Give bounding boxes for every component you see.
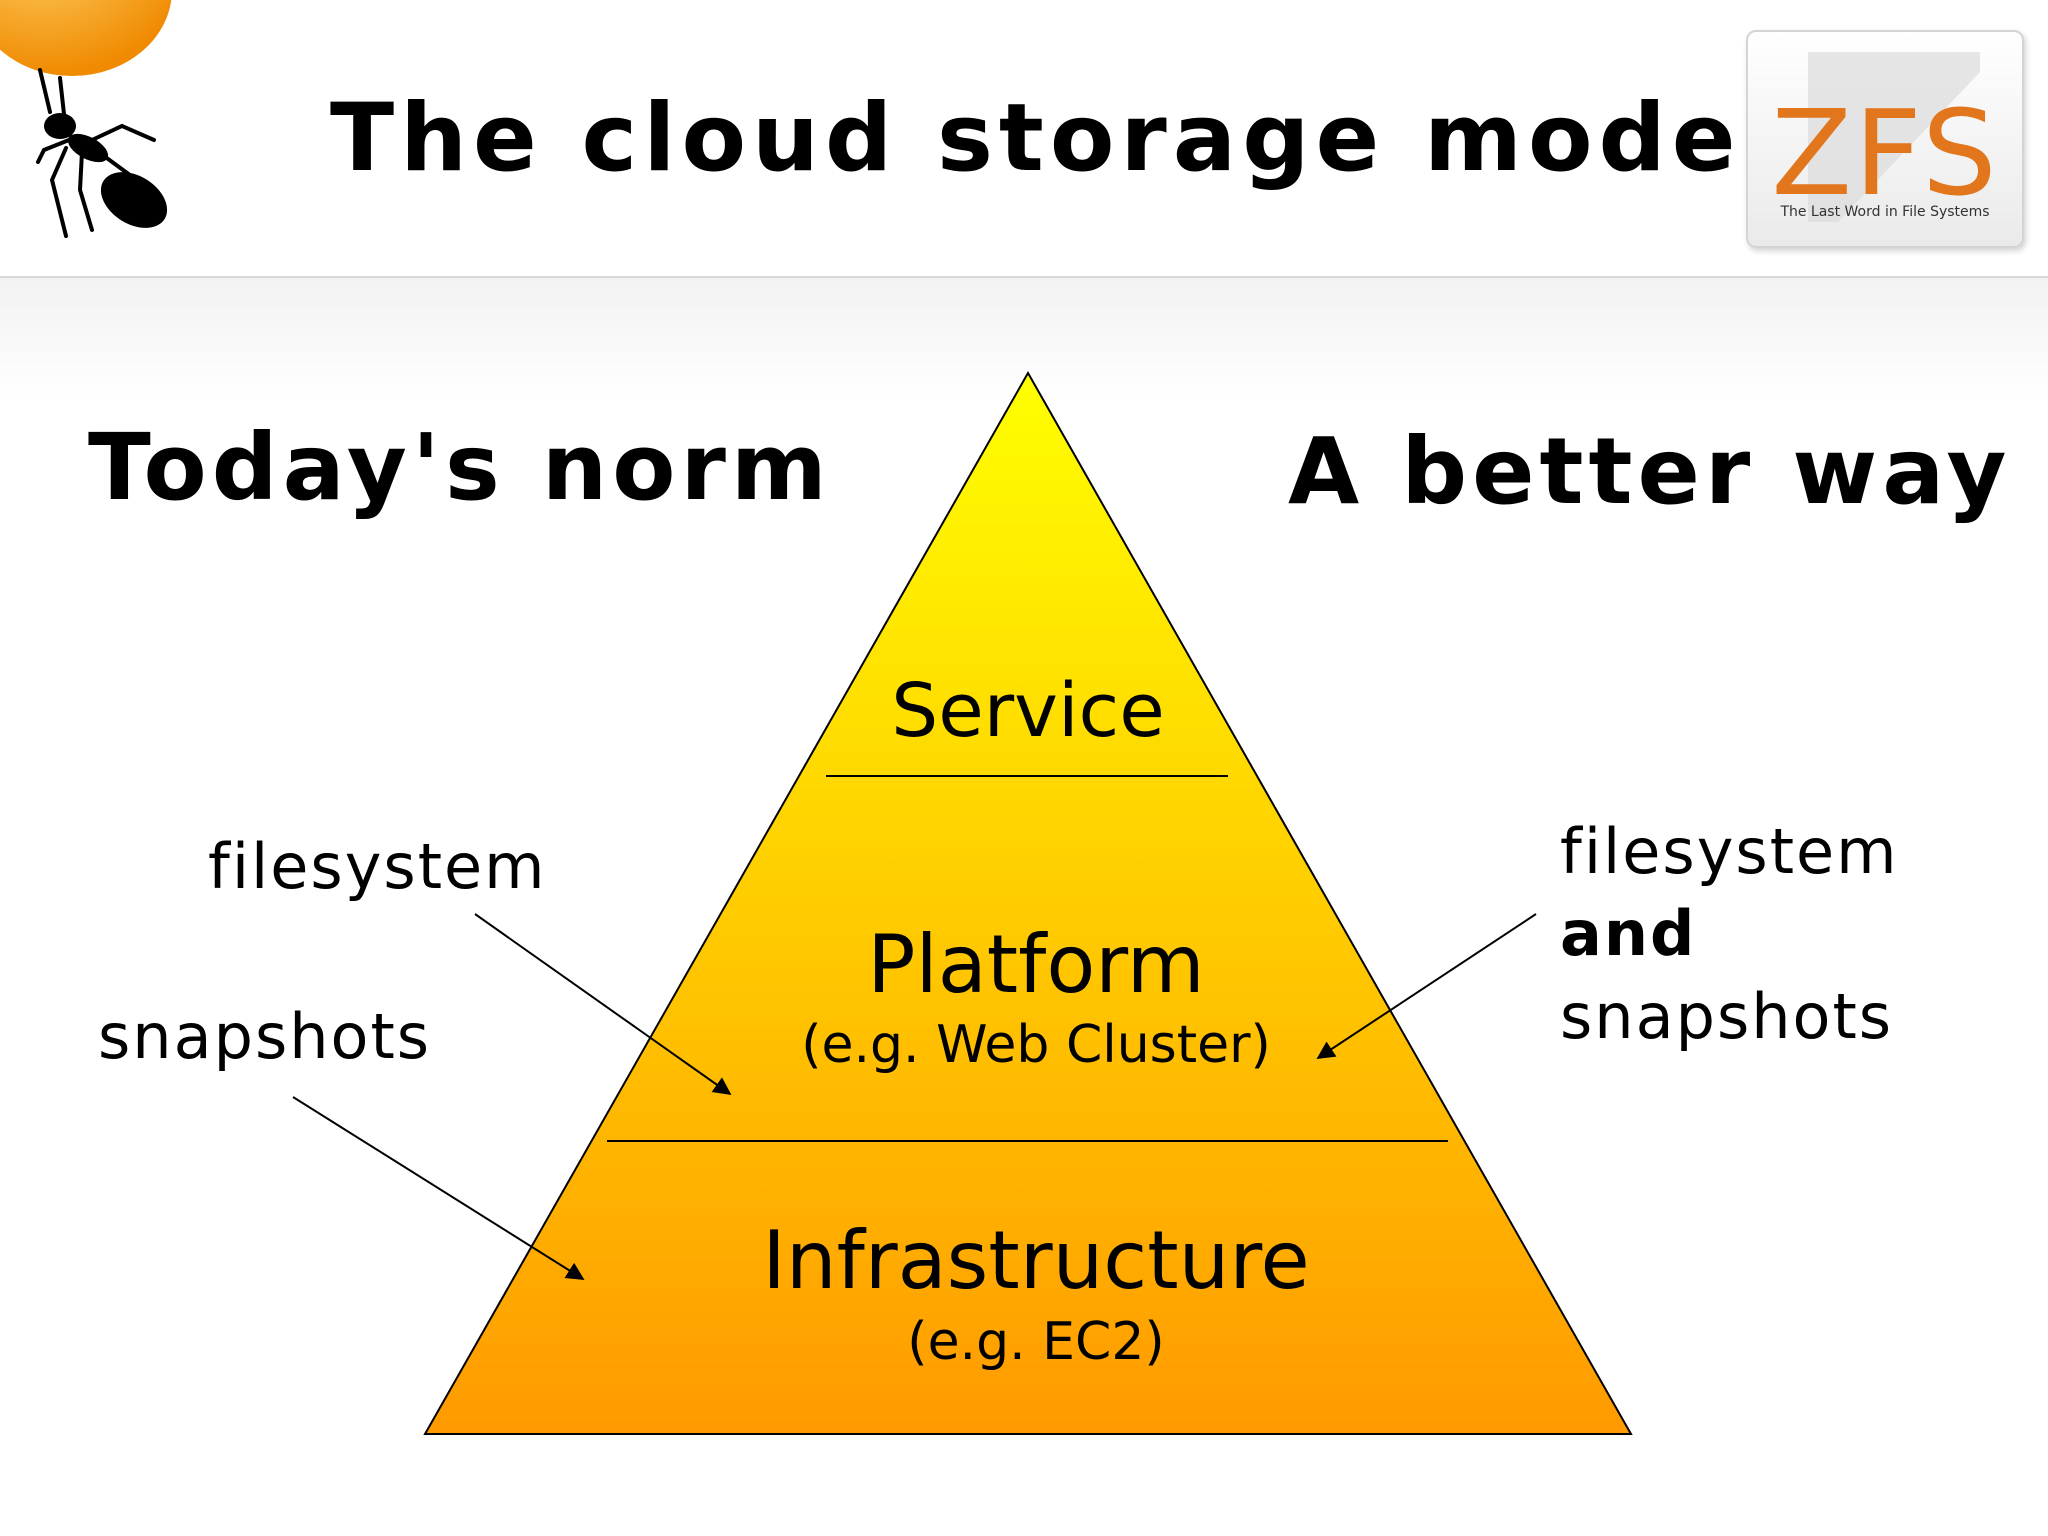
slide-title: The cloud storage model [330,84,1780,193]
tier-service-label: Service [891,668,1165,754]
logo-wordmark: ZFS [1771,84,1999,222]
logo-tagline: The Last Word in File Systems [1780,204,1990,220]
filesystem-arrow-left [474,913,732,1096]
sun-icon [0,0,172,76]
annotation-snapshots-right: snapshots [1560,980,1894,1053]
tier-infrastructure-sublabel: (e.g. EC2) [907,1312,1165,1372]
annotation-and-right: and [1560,897,1697,970]
pyramid-shape [423,370,1633,1435]
left-heading: Today's norm [88,414,832,521]
annotation-filesystem-right: filesystem [1560,815,1899,888]
right-heading: A better way [1288,418,2012,525]
tier-infrastructure-label: Infrastructure [762,1214,1310,1307]
zfs-z-watermark-icon [1808,52,1980,222]
zfs-logo: ZFS The Last Word in File Systems [1746,30,2024,248]
filesystem-snapshots-arrow-right [1316,913,1537,1059]
ant-icon [36,68,168,238]
tier-platform-sublabel: (e.g. Web Cluster) [801,1015,1271,1075]
annotation-filesystem-left: filesystem [208,830,547,903]
annotation-snapshots-left: snapshots [98,1000,432,1073]
tier-platform-label: Platform [867,918,1205,1011]
slide-header [0,0,2048,278]
snapshots-arrow-left [292,1096,585,1280]
